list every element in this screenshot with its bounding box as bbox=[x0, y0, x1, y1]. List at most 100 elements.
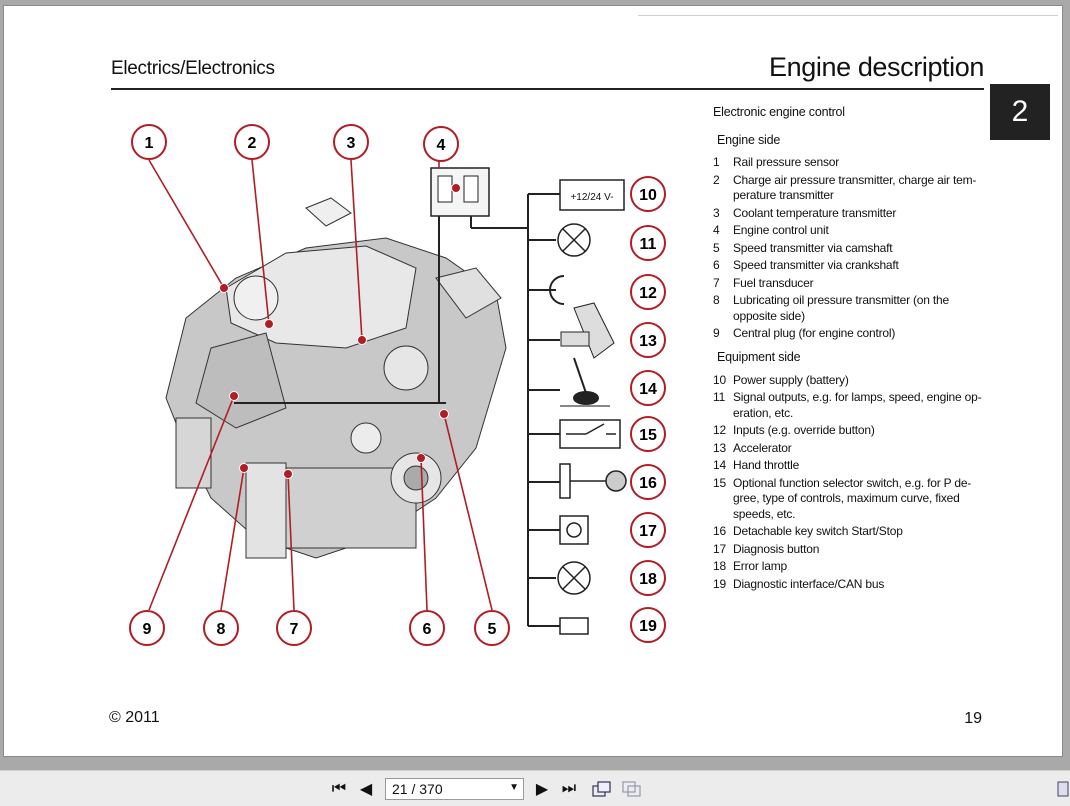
equipment-callouts: 10 11 12 13 14 15 16 17 18 19 bbox=[630, 176, 666, 643]
previous-page-icon[interactable]: ◀ bbox=[359, 781, 373, 798]
engine-diagram: +12/24 V- bbox=[116, 118, 676, 663]
lamp-symbol bbox=[557, 223, 591, 257]
legend-item: 2 Charge air pressure transmitter, charge… bbox=[713, 173, 993, 204]
error-lamp-symbol bbox=[557, 561, 591, 595]
callout-4: 4 bbox=[423, 126, 459, 162]
legend-item-number: 1 bbox=[713, 155, 720, 169]
callout-3: 3 bbox=[333, 124, 369, 160]
legend-item-text: Coolant temperature transmitter bbox=[733, 205, 897, 220]
svg-text:1: 1 bbox=[145, 135, 154, 152]
next-view-icon[interactable] bbox=[620, 779, 642, 799]
legend-item: 1 Rail pressure sensor bbox=[713, 155, 993, 171]
legend-item-number: 17 bbox=[713, 541, 726, 556]
svg-text:6: 6 bbox=[423, 621, 432, 638]
last-page-icon[interactable]: ⏭ bbox=[561, 780, 577, 797]
svg-text:9: 9 bbox=[143, 621, 152, 638]
svg-text:8: 8 bbox=[217, 621, 226, 638]
chevron-down-icon: ▼ bbox=[509, 782, 519, 793]
legend-item-text: Engine control unit bbox=[733, 223, 829, 237]
legend-item-text: Error lamp bbox=[733, 559, 788, 573]
legend-item-text: Diagnostic interface/CAN bus bbox=[733, 576, 885, 591]
leader-dots bbox=[219, 183, 461, 479]
legend-item-number: 11 bbox=[713, 390, 726, 404]
svg-text:7: 7 bbox=[290, 621, 299, 638]
equipment-side-list: 10 Power supply (battery) 11 Signal outputs… bbox=[713, 373, 993, 593]
engine-control-unit bbox=[430, 167, 490, 217]
svg-text:5: 5 bbox=[488, 621, 497, 638]
legend-item-text: Signal outputs, e.g. for lamps, speed, e… bbox=[733, 390, 982, 420]
legend-item-number: 10 bbox=[713, 372, 726, 387]
callout-16: 16 bbox=[630, 464, 666, 500]
callout-8: 8 bbox=[203, 610, 239, 646]
page-number: 19 bbox=[964, 710, 982, 727]
input-symbol bbox=[549, 275, 565, 305]
legend-item-number: 4 bbox=[713, 223, 720, 237]
page-title: Engine description bbox=[769, 52, 984, 82]
callout-5: 5 bbox=[474, 610, 510, 646]
legend-item: 13 Accelerator bbox=[713, 441, 993, 457]
engine-illustration bbox=[165, 197, 507, 559]
engine-side-list: 1 Rail pressure sensor 2 Charge air pressur… bbox=[713, 155, 993, 342]
legend-item-text: Charge air pressure transmitter, charge … bbox=[733, 172, 977, 203]
selector-switch-symbol bbox=[559, 419, 621, 449]
accelerator-pedal-symbol bbox=[560, 302, 615, 359]
legend-item-number: 9 bbox=[713, 326, 720, 340]
legend-item-text: Power supply (battery) bbox=[733, 372, 849, 387]
callout-2: 2 bbox=[234, 124, 270, 160]
legend-item: 7 Fuel transducer bbox=[713, 276, 993, 292]
legend-item-text: Fuel transducer bbox=[733, 275, 814, 290]
callout-7: 7 bbox=[276, 610, 312, 646]
legend-item-text: Detachable key switch Start/Stop bbox=[733, 524, 903, 538]
equipment-side-title: Equipment side bbox=[717, 349, 801, 364]
copyright: © 2011 bbox=[109, 709, 160, 726]
next-page-icon[interactable]: ▶ bbox=[535, 781, 549, 798]
svg-text:16: 16 bbox=[639, 475, 657, 492]
legend-item-number: 2 bbox=[713, 172, 720, 187]
legend-item: 9 Central plug (for engine control) bbox=[713, 326, 993, 342]
svg-text:4: 4 bbox=[437, 137, 446, 154]
legend-item-text: Hand throttle bbox=[733, 458, 800, 472]
legend-item: 4 Engine control unit bbox=[713, 223, 993, 239]
sidebar-toggle-icon[interactable] bbox=[1056, 779, 1070, 799]
viewer-toolbar: ⏮ ◀ 21 / 370 ▼ ▶ ⏭ bbox=[0, 770, 1070, 806]
page-selector-value: 21 / 370 bbox=[392, 781, 443, 797]
previous-view-icon[interactable] bbox=[590, 779, 612, 799]
legend-item-number: 13 bbox=[713, 440, 726, 455]
key-switch-symbol bbox=[559, 463, 627, 499]
legend-title: Electronic engine control bbox=[713, 105, 845, 119]
legend-item-number: 6 bbox=[713, 258, 720, 272]
legend-item-text: Speed transmitter via camshaft bbox=[733, 240, 893, 255]
legend-item-text: Central plug (for engine control) bbox=[733, 326, 896, 340]
svg-text:11: 11 bbox=[640, 236, 657, 253]
legend-item-number: 16 bbox=[713, 524, 726, 538]
legend-item: 6 Speed transmitter via crankshaft bbox=[713, 258, 993, 274]
first-page-icon[interactable]: ⏮ bbox=[331, 780, 347, 797]
leader-lines bbox=[148, 159, 493, 611]
legend-item-text: Rail pressure sensor bbox=[733, 155, 840, 169]
svg-text:14: 14 bbox=[639, 381, 657, 398]
callout-11: 11 bbox=[630, 225, 666, 261]
page-selector[interactable]: 21 / 370 ▼ bbox=[385, 778, 524, 800]
wiring bbox=[234, 193, 560, 627]
callout-12: 12 bbox=[630, 274, 666, 310]
legend-item: 10 Power supply (battery) bbox=[713, 373, 993, 389]
legend-item: 16 Detachable key switch Start/Stop bbox=[713, 524, 993, 540]
engine-diagram-svg: +12/24 V- bbox=[129, 124, 666, 646]
callout-9: 9 bbox=[129, 610, 165, 646]
svg-text:13: 13 bbox=[639, 333, 657, 350]
legend-item-number: 7 bbox=[713, 275, 720, 290]
legend-item-text: Accelerator bbox=[733, 440, 792, 455]
svg-text:15: 15 bbox=[639, 427, 657, 444]
legend-item-text: Speed transmitter via crankshaft bbox=[733, 258, 899, 272]
callout-10: 10 bbox=[630, 176, 666, 212]
legend-item-text: Optional function selector switch, e.g. … bbox=[733, 475, 972, 521]
legend-item-number: 18 bbox=[713, 559, 726, 573]
battery-symbol: +12/24 V- bbox=[559, 179, 625, 211]
engine-callouts: 1 2 3 4 5 6 7 8 9 bbox=[129, 124, 510, 646]
